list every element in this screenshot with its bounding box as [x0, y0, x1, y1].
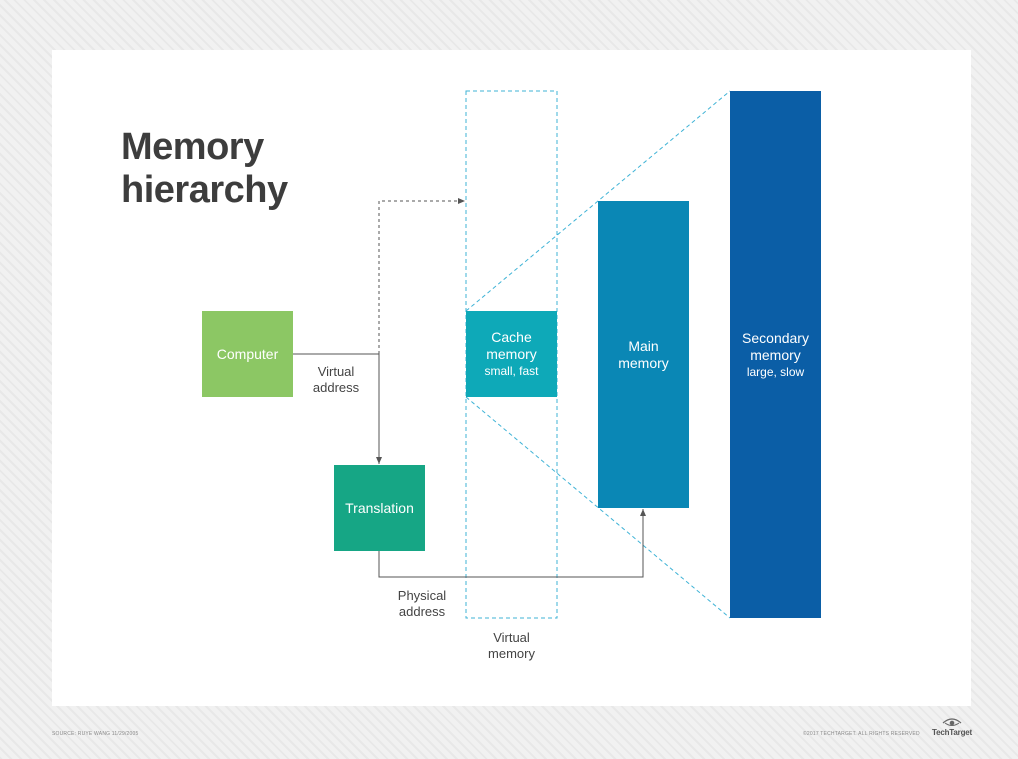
main-label-line-1: Main — [628, 337, 659, 354]
main-label-line-2: memory — [618, 354, 669, 371]
copyright-notice: ©2017 TECHTARGET. ALL RIGHTS RESERVED — [803, 731, 920, 737]
secondary-memory-box: Secondary memory large, slow — [730, 91, 821, 618]
physical-address-line-2: address — [398, 604, 446, 619]
virtual-address-label: Virtual address — [304, 364, 368, 396]
virtual-memory-label: Virtual memory — [476, 630, 547, 662]
physical-address-label: Physical address — [388, 588, 456, 620]
diagram-title: Memory hierarchy — [121, 126, 288, 212]
title-line-2: hierarchy — [121, 169, 288, 211]
cache-label-line-1: Cache — [491, 329, 532, 345]
direct-cache-dashed-arrow — [378, 198, 465, 354]
eye-icon — [942, 718, 962, 726]
translation-box: Translation — [334, 465, 425, 551]
translation-label: Translation — [345, 499, 414, 516]
virtual-memory-line-1: Virtual — [493, 630, 530, 645]
source-credit: SOURCE: RUYE WANG 11/29/2005 — [52, 731, 139, 737]
title-line-1: Memory — [121, 126, 264, 168]
main-memory-box: Main memory — [598, 201, 689, 508]
virtual-address-line-1: Virtual — [317, 364, 355, 379]
physical-address-arrow — [378, 509, 646, 578]
computer-label: Computer — [216, 345, 279, 362]
physical-address-line-1: Physical — [397, 588, 447, 603]
virtual-address-line-2: address — [312, 380, 360, 395]
cache-label-line-2: memory — [486, 346, 537, 362]
cache-to-secondary-bottom-line — [465, 396, 731, 619]
secondary-label-line-1: Secondary — [742, 329, 809, 346]
virtual-memory-line-2: memory — [488, 646, 535, 661]
logo-text: TechTarget — [932, 728, 972, 737]
computer-box: Computer — [202, 311, 293, 397]
techtarget-logo: TechTarget — [931, 716, 973, 740]
secondary-label-line-2: memory — [750, 346, 801, 363]
virtual-memory-boundary — [465, 90, 558, 619]
cache-memory-box: Cache memory small, fast — [466, 311, 557, 397]
secondary-note: large, slow — [746, 364, 805, 379]
cache-note: small, fast — [484, 364, 539, 378]
